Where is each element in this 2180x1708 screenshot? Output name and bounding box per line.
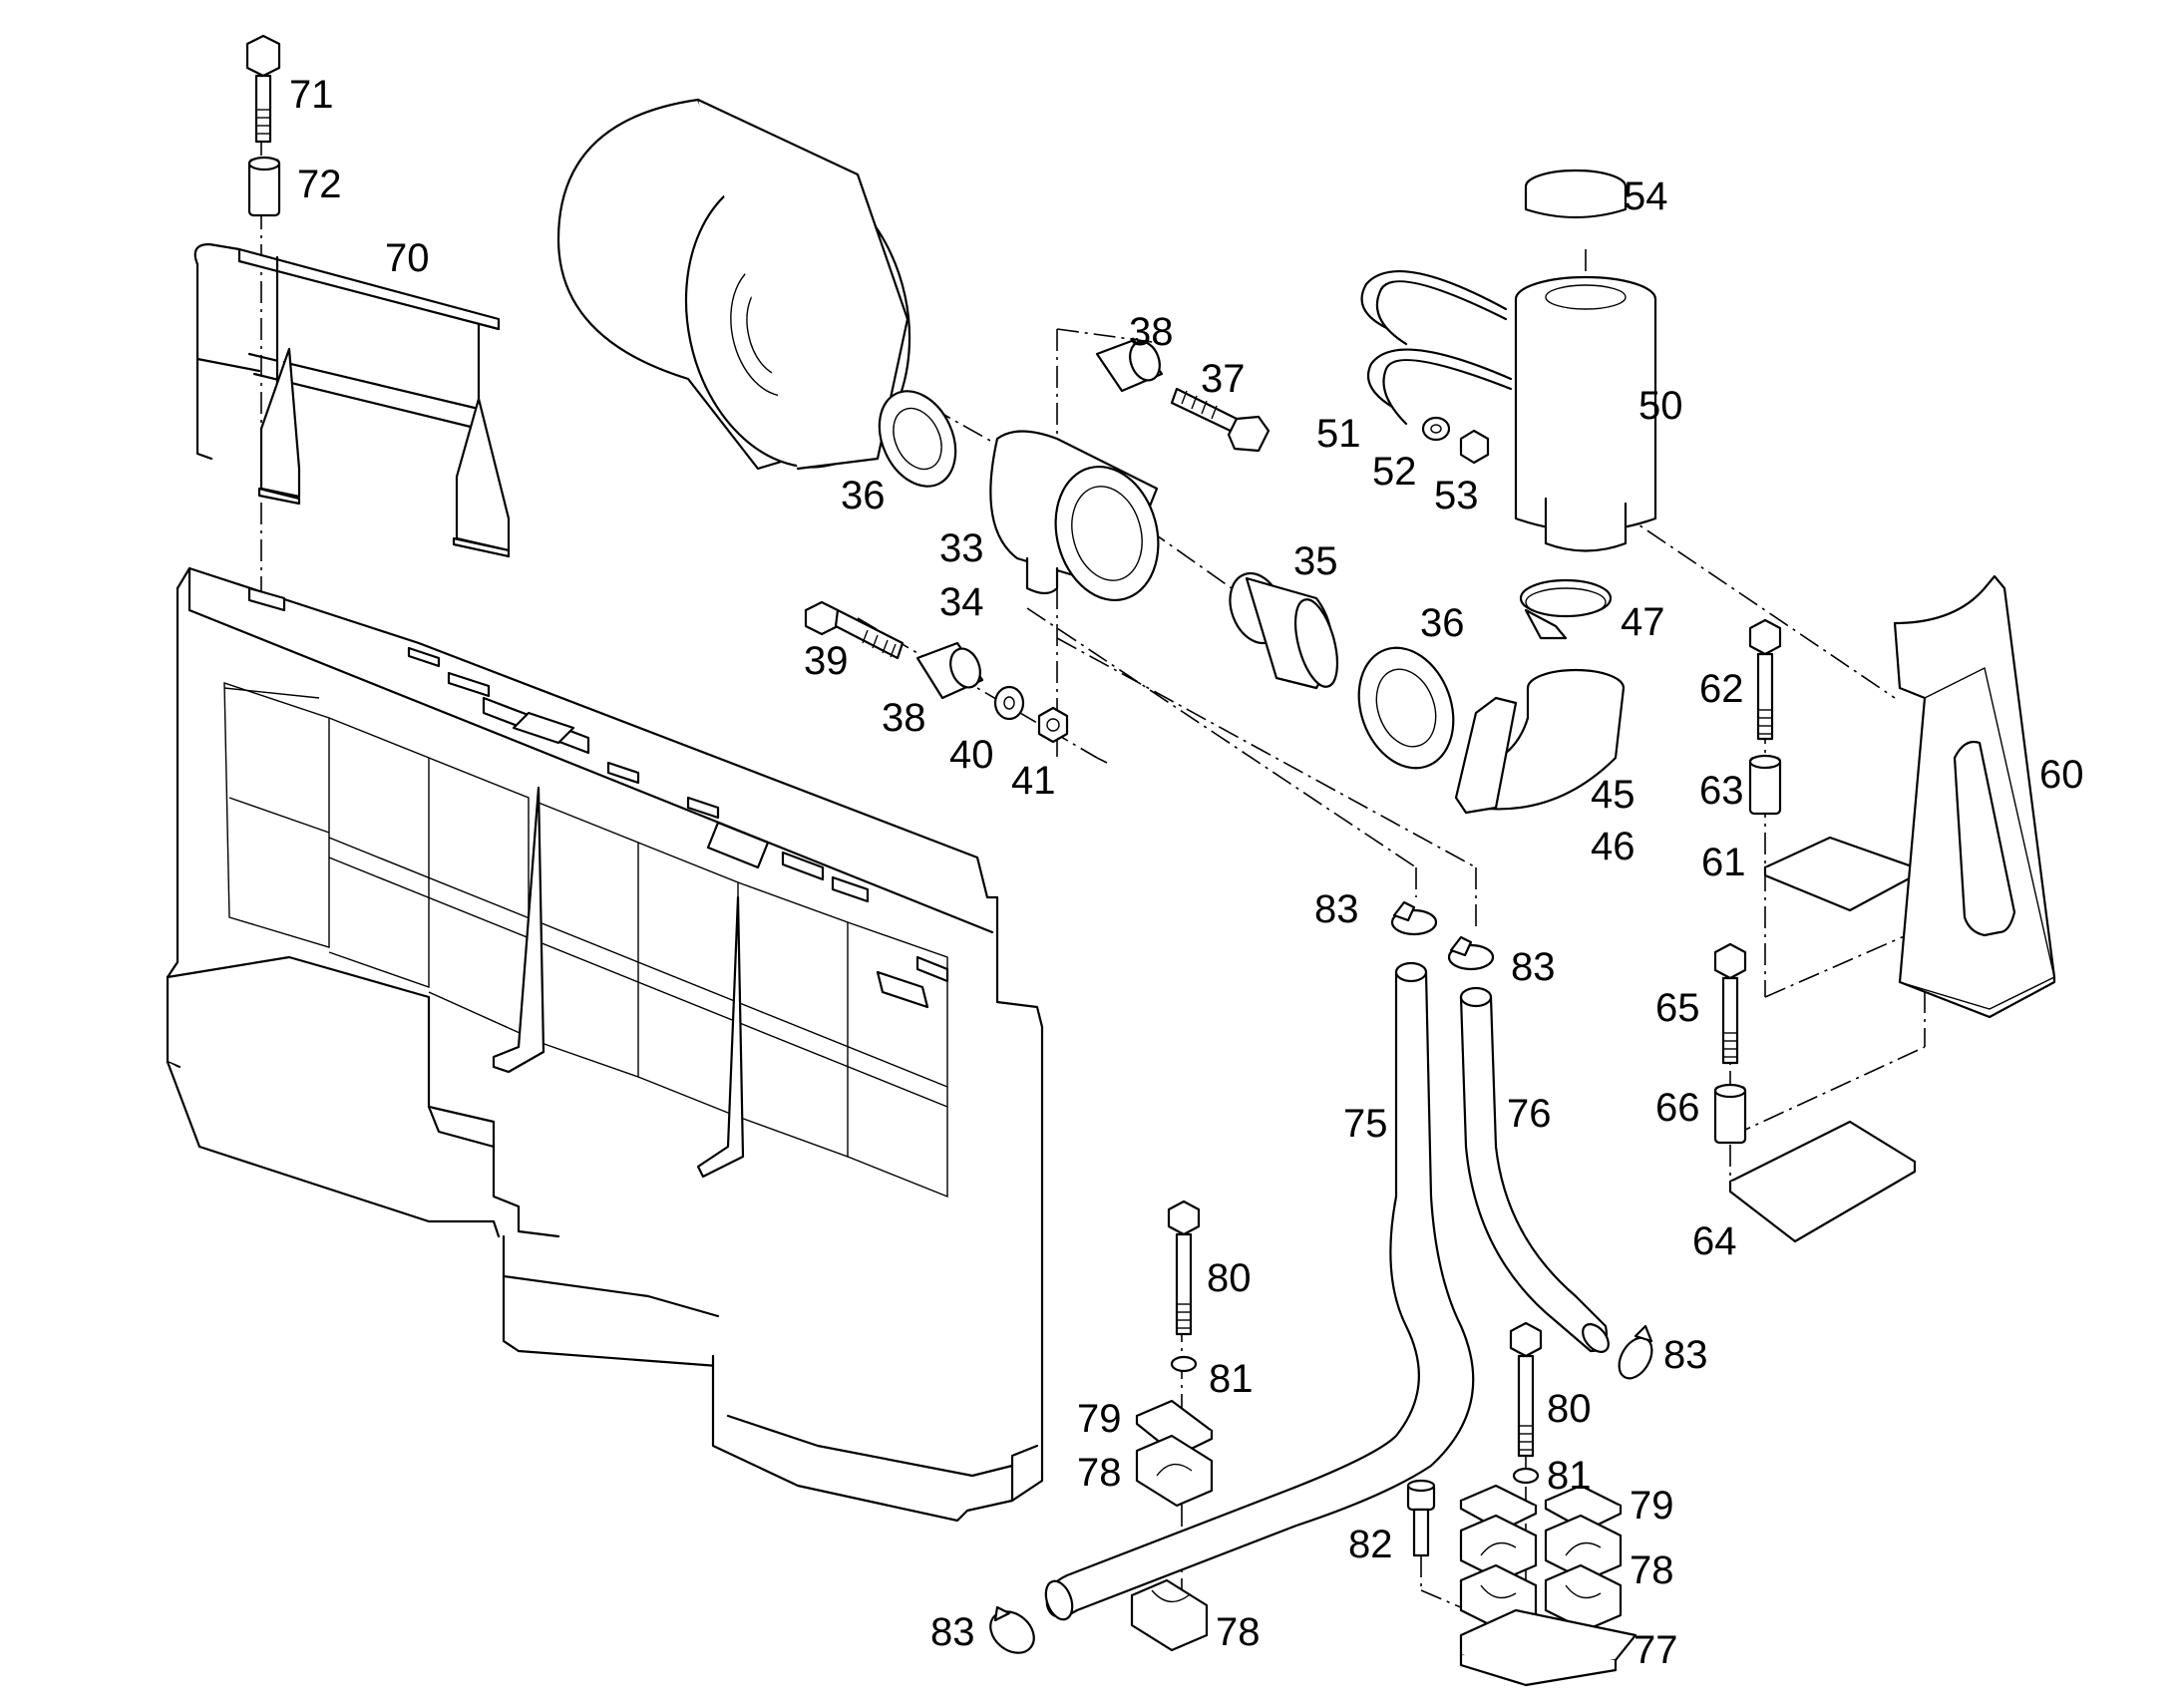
label-51: 51	[1316, 412, 1361, 456]
cap-54	[1524, 169, 1628, 219]
bolt-62	[1748, 618, 1782, 741]
strap-51	[1360, 270, 1513, 426]
hose-75	[1044, 961, 1475, 1621]
clamp-half-78-right-a	[1459, 1514, 1538, 1582]
bolt-65	[1713, 942, 1747, 1065]
clamp-half-78-left-bottom	[1130, 1578, 1209, 1652]
part-labels: 71 72 70 54 38 37 50 51 52 53 36 35 33 3…	[289, 73, 2084, 1672]
clamp-half-78-right-d	[1544, 1563, 1623, 1632]
label-71: 71	[289, 73, 334, 117]
hose-clamp-83-upper-right	[1447, 935, 1495, 971]
plate-64	[1728, 1120, 1917, 1243]
cap-screw-82	[1406, 1479, 1436, 1557]
clamp-half-78-right-b	[1544, 1514, 1623, 1582]
elbow-45	[1454, 668, 1626, 815]
main-frame	[166, 566, 1044, 1523]
bolt-71	[245, 34, 281, 144]
label-40: 40	[949, 733, 994, 777]
label-63: 63	[1699, 769, 1744, 813]
label-83-bottom: 83	[930, 1610, 975, 1654]
clamp-47	[1519, 578, 1613, 640]
label-75: 75	[1343, 1102, 1388, 1146]
label-83-upper-right: 83	[1511, 945, 1556, 989]
label-81-right: 81	[1547, 1454, 1592, 1498]
label-78-right: 78	[1630, 1548, 1674, 1592]
label-65: 65	[1655, 986, 1700, 1030]
label-82: 82	[1348, 1523, 1393, 1566]
adapter-35	[1229, 572, 1339, 690]
lock-washer-81-right	[1512, 1467, 1540, 1485]
support-column-60	[1893, 574, 2056, 1019]
label-38-top: 38	[1129, 310, 1174, 354]
spacer-63	[1748, 754, 1782, 816]
label-36-left: 36	[841, 474, 886, 517]
housing-33	[989, 430, 1160, 602]
label-61: 61	[1701, 841, 1746, 884]
spacer-38-bottom	[915, 641, 984, 700]
gasket-36-right	[1357, 646, 1455, 770]
clip-plate-79-right-b	[1544, 1484, 1623, 1533]
guard-railing-70	[193, 242, 511, 558]
spacer-38-top	[1095, 337, 1164, 393]
bolt-39	[804, 600, 905, 660]
label-47: 47	[1621, 600, 1665, 644]
bolt-80-right	[1509, 1321, 1543, 1458]
spacer-66	[1713, 1083, 1747, 1145]
label-41: 41	[1011, 759, 1056, 803]
label-83-upper-left: 83	[1314, 887, 1359, 931]
label-70: 70	[385, 236, 430, 280]
washer-40	[993, 685, 1025, 721]
bolt-80-left	[1167, 1199, 1201, 1336]
label-45: 45	[1591, 773, 1635, 817]
bolt-37	[1170, 387, 1271, 453]
label-77: 77	[1634, 1628, 1678, 1672]
lock-washer-81-left	[1170, 1355, 1198, 1373]
hose-clamp-83-bottom	[989, 1605, 1035, 1654]
washer-52	[1421, 416, 1451, 442]
label-46: 46	[1591, 825, 1635, 868]
label-76: 76	[1507, 1092, 1552, 1136]
label-79-left: 79	[1077, 1397, 1122, 1441]
hose-clamp-83-right	[1618, 1324, 1653, 1380]
filter-50	[1514, 275, 1657, 552]
hose-clamp-83-upper-left	[1390, 900, 1438, 936]
label-83-right: 83	[1663, 1333, 1708, 1377]
base-plate-77	[1459, 1608, 1637, 1687]
label-64: 64	[1692, 1219, 1737, 1263]
label-62: 62	[1699, 667, 1744, 711]
label-79-right: 79	[1630, 1484, 1674, 1528]
label-33: 33	[939, 526, 984, 570]
label-60: 60	[2039, 753, 2084, 797]
nut-53	[1459, 429, 1490, 465]
clamp-half-78-left-top	[1135, 1434, 1214, 1508]
label-53: 53	[1434, 474, 1479, 517]
large-drum	[556, 98, 911, 471]
label-78-left-top: 78	[1077, 1451, 1122, 1495]
hose-76	[1459, 986, 1610, 1353]
label-36-right: 36	[1420, 601, 1465, 645]
label-80-right: 80	[1547, 1387, 1592, 1431]
label-78-left-bottom: 78	[1216, 1610, 1261, 1654]
label-37: 37	[1201, 357, 1246, 401]
label-72: 72	[297, 163, 342, 206]
label-52: 52	[1372, 450, 1417, 494]
label-35: 35	[1293, 539, 1338, 583]
label-66: 66	[1655, 1086, 1700, 1130]
label-54: 54	[1624, 174, 1668, 218]
label-39: 39	[804, 639, 849, 683]
label-38-bottom: 38	[882, 696, 926, 740]
label-80-left: 80	[1207, 1256, 1252, 1300]
label-34: 34	[939, 580, 984, 624]
spacer-72	[247, 156, 281, 217]
nut-41	[1037, 706, 1069, 744]
gasket-36-left	[878, 390, 957, 488]
label-81-left: 81	[1209, 1357, 1254, 1401]
label-50: 50	[1638, 384, 1683, 428]
plate-61	[1763, 836, 1917, 912]
